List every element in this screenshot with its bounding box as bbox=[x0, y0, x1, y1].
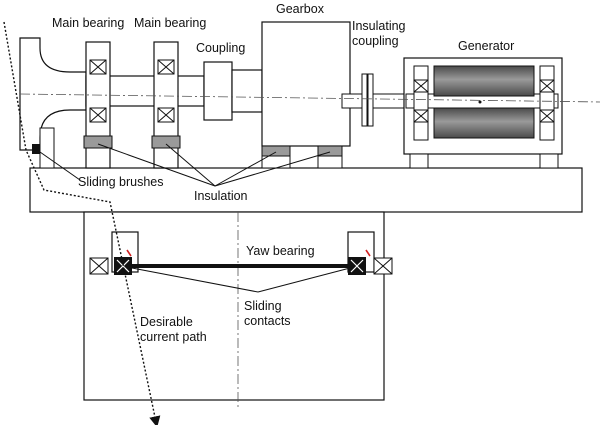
label-insulating-coupling-1: Insulating bbox=[352, 19, 406, 33]
sliding-contact-mark bbox=[365, 249, 371, 257]
label-main-bearing-2: Main bearing bbox=[134, 16, 206, 30]
label-yaw-bearing: Yaw bearing bbox=[246, 244, 315, 258]
leader-lines bbox=[39, 143, 351, 293]
bedplate bbox=[29, 167, 583, 213]
label-current-path-1: Desirable bbox=[140, 315, 193, 329]
insulating-coupling bbox=[361, 73, 374, 127]
coupling bbox=[203, 61, 263, 121]
label-sliding-contacts-1: Sliding bbox=[244, 299, 282, 313]
label-main-bearing-1: Main bearing bbox=[52, 16, 124, 30]
main-bearing-1 bbox=[83, 41, 113, 169]
generator bbox=[403, 57, 563, 169]
insulation-pad bbox=[261, 145, 291, 157]
label-sliding-contacts-2: contacts bbox=[244, 314, 291, 328]
insulation-pad bbox=[317, 145, 343, 157]
label-gearbox: Gearbox bbox=[276, 2, 325, 16]
label-insulation: Insulation bbox=[194, 189, 248, 203]
gearbox bbox=[261, 21, 351, 169]
sliding-contact-mark bbox=[126, 249, 132, 257]
drivetrain-centerline bbox=[19, 93, 600, 103]
label-insulating-coupling-2: coupling bbox=[352, 34, 399, 48]
label-current-path-2: current path bbox=[140, 330, 207, 344]
sliding-brush bbox=[32, 144, 40, 154]
main-bearing-2 bbox=[151, 41, 181, 169]
label-generator: Generator bbox=[458, 39, 514, 53]
insulation-pad bbox=[151, 135, 181, 149]
brush-holder bbox=[39, 127, 55, 169]
insulation-pad bbox=[83, 135, 113, 149]
label-coupling: Coupling bbox=[196, 41, 245, 55]
label-sliding-brushes: Sliding brushes bbox=[78, 175, 163, 189]
current-path-arrow bbox=[3, 21, 161, 425]
